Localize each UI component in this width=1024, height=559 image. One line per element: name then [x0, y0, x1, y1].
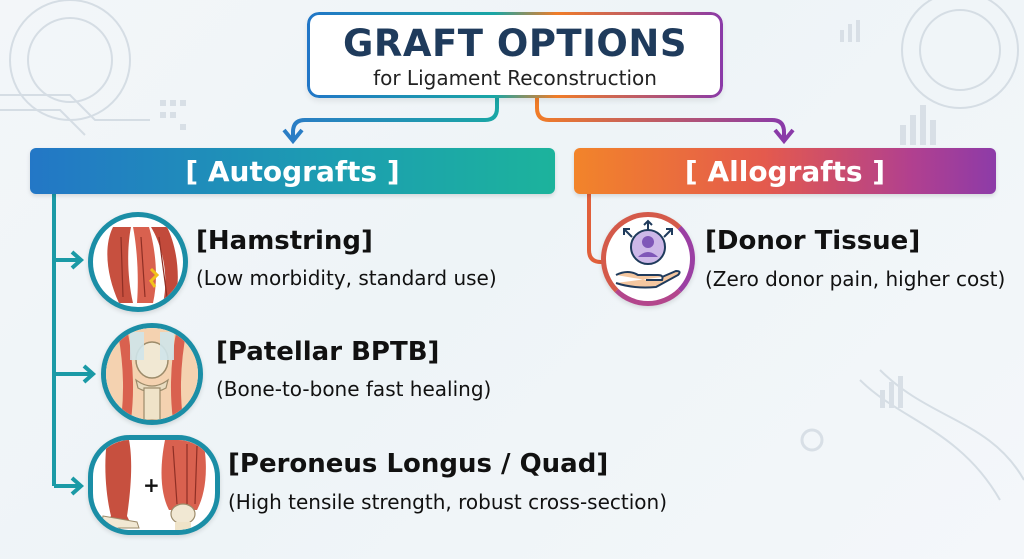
donor-hand-icon: [601, 212, 695, 306]
patellar-description: (Bone-to-bone fast healing): [216, 377, 492, 401]
knee-patellar-icon: [101, 323, 203, 425]
connector-title-autografts: [291, 98, 499, 138]
peroneus-quad-description: (High tensile strength, robust cross-sec…: [228, 490, 668, 514]
title-box: GRAFT OPTIONS for Ligament Reconstructio…: [307, 12, 723, 98]
allografts-branch-line: [587, 194, 610, 264]
page-title: GRAFT OPTIONS: [342, 22, 688, 65]
leg-and-quad-muscle-icon: +: [88, 435, 220, 535]
donor-tissue-title: [Donor Tissue]: [705, 226, 921, 256]
hamstring-muscle-icon: [88, 212, 188, 312]
hamstring-title: [Hamstring]: [196, 226, 373, 256]
connector-title-allografts: [535, 98, 786, 138]
patellar-title: [Patellar BPTB]: [216, 337, 440, 367]
allografts-banner: [ Allografts ]: [574, 148, 996, 194]
autografts-banner: [ Autografts ]: [30, 148, 555, 194]
page-subtitle: for Ligament Reconstruction: [373, 66, 657, 90]
svg-text:+: +: [143, 473, 160, 497]
peroneus-quad-title: [Peroneus Longus / Quad]: [228, 449, 609, 479]
hamstring-description: (Low morbidity, standard use): [196, 266, 497, 290]
donor-tissue-description: (Zero donor pain, higher cost): [705, 267, 1006, 291]
